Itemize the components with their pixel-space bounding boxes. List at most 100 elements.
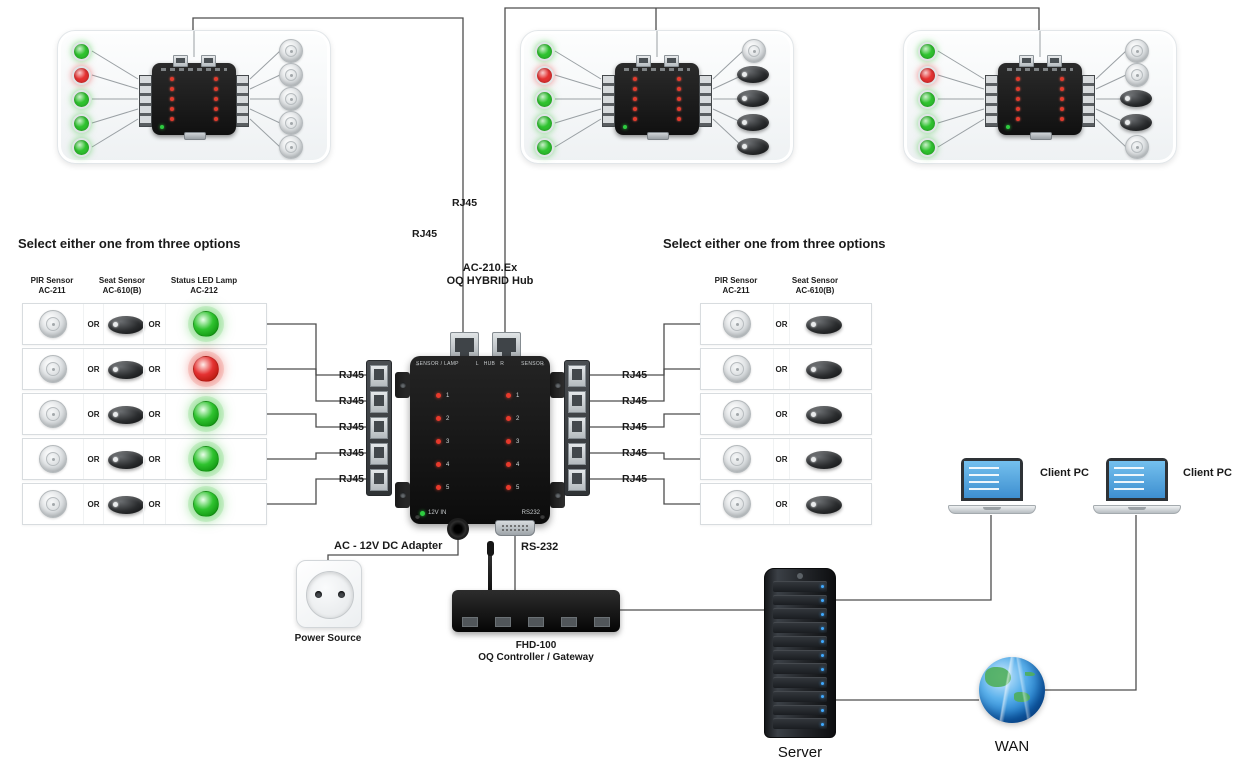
rj45-strip-right (564, 360, 590, 496)
screw-icon (540, 514, 545, 519)
rj45-label: RJ45 (338, 447, 364, 459)
red-led-icon (436, 393, 441, 398)
or-label: OR (83, 304, 103, 344)
rj45-port-icon (201, 55, 216, 67)
rj45-label: RJ45 (338, 395, 364, 407)
rj45-port-icon (492, 332, 521, 360)
controller-label: FHD-100 OQ Controller / Gateway (478, 640, 594, 663)
seat-sensor-header: Seat Sensor AC-610(B) (98, 276, 146, 295)
status-led-indicator (918, 113, 937, 133)
pir-sensor-icon (39, 445, 67, 473)
red-led-icon (436, 416, 441, 421)
channel-number: 3 (516, 438, 520, 445)
seat-sensor-icon (107, 315, 144, 334)
hub-channel: 4 (436, 453, 449, 476)
rj45-port-icon (664, 55, 679, 67)
sensor-option-row: OR OR (22, 438, 267, 480)
rj45-port-icon (636, 55, 651, 67)
rj45-jack-icon (568, 391, 586, 413)
red-led-icon (677, 97, 681, 101)
channel-leds (1016, 77, 1020, 127)
power-in-label: 12V IN (428, 510, 447, 516)
server-drive-slot (773, 581, 827, 592)
red-led-icon (170, 117, 174, 121)
channel-number: 4 (516, 461, 520, 468)
client-pc-icon (948, 458, 1036, 514)
seat-sensor-icon (107, 405, 144, 424)
sensor-option-row: OR OR (22, 303, 267, 345)
channel-number: 4 (446, 461, 450, 468)
screw-icon (415, 514, 420, 519)
pir-sensor-icon (279, 111, 303, 135)
hub-legend-decoration (161, 68, 227, 71)
sensor-option-row: OR OR (22, 483, 267, 525)
seat-sensor-icon (737, 66, 769, 83)
pir-sensor-icon (723, 490, 751, 518)
status-led-indicator (918, 65, 937, 85)
channel-leds (214, 77, 218, 127)
channel-number: 1 (446, 392, 450, 399)
server-slots (773, 581, 827, 730)
hub-channel: 5 (506, 476, 519, 499)
red-led-icon (633, 97, 637, 101)
rj45-strip (236, 75, 249, 127)
rj45-strip-left (366, 360, 392, 496)
wire (1045, 515, 1137, 691)
rs232-connector-icon (495, 520, 535, 536)
hub-channel: 2 (506, 407, 519, 430)
status-led-indicator (72, 113, 91, 133)
sensor-option-row: OR (700, 438, 872, 480)
rj45-jack-icon (568, 469, 586, 491)
hub-legend-decoration (1007, 68, 1073, 71)
status-led-lamp-header: Status LED Lamp AC-212 (170, 276, 238, 295)
channel-number: 3 (446, 438, 450, 445)
status-led-lamp-icon (192, 401, 219, 427)
client-pc-icon (1093, 458, 1181, 514)
red-led-icon (214, 87, 218, 91)
status-led-indicator (535, 65, 554, 85)
client-pc-label: Client PC (1040, 467, 1089, 479)
rj45-jack-icon (568, 417, 586, 439)
right-options-title: Select either one from three options (663, 236, 886, 251)
red-led-icon (1016, 87, 1020, 91)
sensor-option-row: OR (700, 393, 872, 435)
rj45-label: RJ45 (622, 421, 648, 433)
hub-channel: 1 (436, 384, 449, 407)
power-led-icon (420, 510, 425, 516)
red-led-icon (214, 77, 218, 81)
rs232-connector-icon (647, 132, 669, 140)
rj45-jack-icon (370, 365, 388, 387)
rj45-label: RJ45 (452, 197, 478, 209)
front-ports (462, 616, 610, 627)
rj45-strip (699, 75, 712, 127)
rj45-port-icon (450, 332, 479, 360)
rj45-jack-icon (370, 443, 388, 465)
or-label: OR (773, 349, 789, 389)
status-led-indicator (918, 41, 937, 61)
hub-model: AC-210.Ex (462, 262, 518, 274)
wire (590, 323, 700, 376)
seat-sensor-icon (107, 495, 144, 514)
server-drive-slot (773, 608, 827, 620)
status-led-indicator (72, 41, 91, 61)
client-pc-label: Client PC (1183, 467, 1232, 479)
rj45-label: RJ45 (622, 447, 648, 459)
rj45-strip (602, 75, 615, 127)
zone-panel-2 (520, 30, 794, 164)
panel-wires (91, 31, 281, 148)
sensor-option-row: OR OR (22, 348, 267, 390)
channel-number: 2 (446, 415, 450, 422)
hub-channel: 3 (436, 430, 449, 453)
or-label: OR (83, 349, 103, 389)
or-label: OR (143, 439, 165, 479)
hub-legend-decoration (624, 68, 690, 71)
pir-sensor-icon (39, 355, 67, 383)
pir-sensor-icon (1125, 63, 1149, 87)
rj45-label: RJ45 (622, 473, 648, 485)
rj45-jack-icon (370, 469, 388, 491)
channel-leds (1060, 77, 1064, 127)
seat-sensor-icon (737, 90, 769, 107)
mounting-bracket (550, 482, 565, 508)
red-led-icon (633, 87, 637, 91)
